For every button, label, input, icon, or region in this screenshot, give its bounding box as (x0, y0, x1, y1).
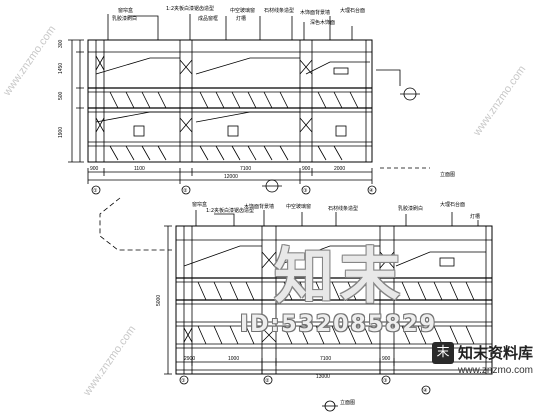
brand-logo-icon: 末 (432, 342, 454, 364)
top-dims: 300 1450 500 1900 900 1100 7100 900 2000… (58, 39, 455, 194)
callout-3: 石材线条造型 (264, 7, 294, 14)
dim-total: 12000 (224, 174, 238, 180)
top-title: 立面图 (440, 171, 455, 178)
dim-bottom-4: 2000 (334, 166, 345, 172)
dim-left-3: 1900 (58, 127, 64, 138)
axis-4: ④ (369, 188, 374, 194)
brand-watermark: 知末 (274, 242, 406, 312)
callout-2: 中空玻璃窗 (230, 7, 255, 14)
callout-0: 窗帘盒 (118, 7, 133, 14)
wm-diag-1: www.znzmo.com (1, 24, 59, 99)
b-callout-5: 乳胶漆刷白 (398, 205, 423, 212)
callout-9: 深色木饰面 (310, 19, 335, 26)
bottom-callouts: 窗帘盒 1:2夹板白漆锯齿造型 木饰面背景墙 中空玻璃窗 石材线条造型 乳胶漆刷… (192, 201, 480, 220)
callout-8: 灯槽 (236, 15, 246, 22)
brand-url: www.znzmo.com (458, 365, 534, 376)
b-callout-0: 窗帘盒 (192, 201, 207, 208)
callout-5: 大理石台面 (340, 7, 365, 14)
axis-3: ③ (303, 188, 308, 194)
dim-bottom-3: 900 (302, 166, 311, 172)
axis-1: ① (93, 188, 98, 194)
b-axis-4: ④ (423, 388, 428, 394)
callout-7: 成品窗框 (198, 15, 218, 22)
callout-1: 1:2夹板白漆锯齿造型 (166, 5, 214, 12)
b-callout-4: 石材线条造型 (328, 205, 358, 212)
b-axis-3: ③ (383, 378, 388, 384)
b-axis-2: ② (265, 378, 270, 384)
b-axis-1: ① (181, 378, 186, 384)
b-dim-left-0: 5000 (156, 295, 162, 306)
b-callout-6: 大理石台面 (440, 201, 465, 208)
brand-name: 知末资料库 (458, 344, 534, 362)
b-dim-bottom-0: 2900 (184, 356, 195, 362)
b-dim-bottom-3: 900 (382, 356, 391, 362)
wm-diag-3: www.znzmo.com (471, 64, 529, 139)
b-dim-bottom-1: 1000 (228, 356, 239, 362)
dim-left-1: 1450 (58, 63, 64, 74)
dim-bottom-2: 7100 (240, 166, 251, 172)
axis-2: ② (183, 188, 188, 194)
b-callout-2: 木饰面背景墙 (244, 203, 274, 210)
b-callout-7: 灯槽 (470, 213, 480, 220)
b-callout-1: 1:2夹板白漆锯齿造型 (206, 207, 254, 214)
callout-6: 乳胶漆刷白 (112, 15, 137, 22)
id-watermark: ID:532085829 (240, 312, 438, 337)
dim-left-0: 300 (58, 39, 64, 48)
wm-diag-2: www.znzmo.com (81, 324, 139, 399)
callout-4: 木饰面背景墙 (300, 9, 330, 16)
dim-bottom-0: 900 (90, 166, 99, 172)
top-elevation (68, 14, 430, 195)
b-callout-3: 中空玻璃窗 (286, 203, 311, 210)
brand-badge: 末 知末资料库 www.znzmo.com (432, 338, 552, 386)
dim-left-2: 500 (58, 91, 64, 100)
top-callouts: 窗帘盒 1:2夹板白漆锯齿造型 中空玻璃窗 石材线条造型 木饰面背景墙 大理石台… (112, 5, 365, 26)
b-dim-total: 13000 (316, 374, 330, 380)
b-dim-bottom-2: 7100 (320, 356, 331, 362)
bottom-title: 立面图 (340, 399, 355, 406)
dim-bottom-1: 1100 (134, 166, 145, 172)
